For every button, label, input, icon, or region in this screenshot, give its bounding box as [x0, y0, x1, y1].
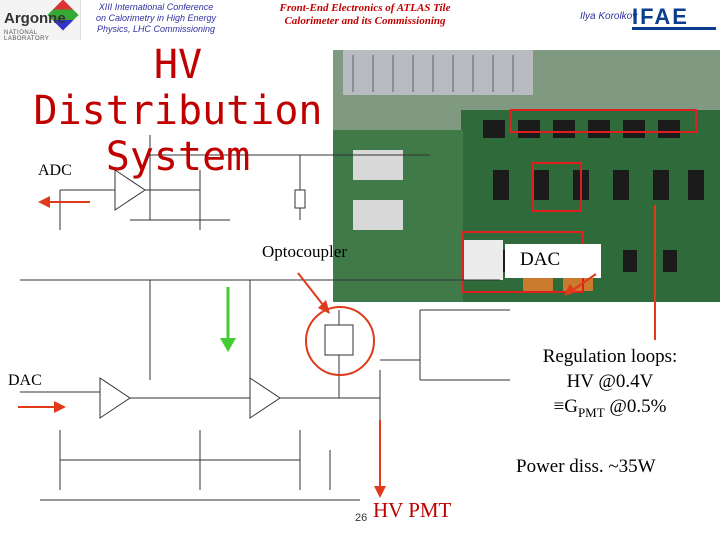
talk-title-line: Front-End Electronics of ATLAS Tile: [279, 2, 451, 14]
slide-title-line: HV Distribution: [33, 42, 323, 134]
regulation-gain: ≡GPMT @0.5%: [505, 394, 715, 425]
dac-photo-label: DAC: [520, 249, 561, 270]
conference-line: Physics, LHC Commissioning: [96, 24, 216, 34]
conference-name: XIII International Conference on Calorim…: [86, 2, 226, 35]
ifae-logo: IFAE: [632, 4, 716, 30]
page-number: 26: [355, 512, 368, 524]
regulation-heading: Regulation loops:: [542, 346, 678, 367]
talk-title: Front-End Electronics of ATLAS Tile Calo…: [240, 2, 490, 28]
dac-photo-label-box: DAC: [505, 244, 601, 278]
hv-schematic: [18, 135, 510, 501]
power-dissipation: Power diss. ~35W: [516, 456, 656, 477]
regulation-block: Regulation loops: HV @0.4V ≡GPMT @0.5%: [505, 344, 715, 425]
gain-suffix: @0.5%: [604, 396, 667, 417]
argonne-logo: Argonne NATIONAL LABORATORY: [0, 0, 81, 42]
hv-board-photo: [333, 50, 720, 302]
dac-label: DAC: [8, 372, 42, 389]
hv-pmt-label: HV PMT: [373, 498, 452, 522]
author-name: Ilya Korolkov: [580, 11, 638, 22]
conference-line: on Calorimetry in High Energy: [95, 13, 217, 23]
gain-prefix: ≡G: [553, 396, 578, 417]
talk-title-line: Calorimeter and its Commissioning: [284, 15, 446, 27]
adc-label: ADC: [38, 162, 72, 179]
gain-subscript: PMT: [577, 404, 605, 420]
regulation-arrow: [654, 205, 656, 340]
slide-title: HV Distribution System: [28, 42, 328, 180]
optocoupler-label: Optocoupler: [262, 242, 347, 261]
conference-line: XIII International Conference: [98, 2, 214, 12]
ifae-logo-text: IFAE: [632, 4, 689, 29]
slide-title-line: System: [105, 134, 251, 180]
dac-pointer-arrow: [564, 273, 597, 296]
argonne-logo-subtext: NATIONAL LABORATORY: [4, 30, 50, 42]
ifae-logo-bar: [632, 27, 716, 30]
regulation-hv: HV @0.4V: [566, 371, 654, 392]
argonne-logo-text: Argonne: [4, 10, 66, 27]
